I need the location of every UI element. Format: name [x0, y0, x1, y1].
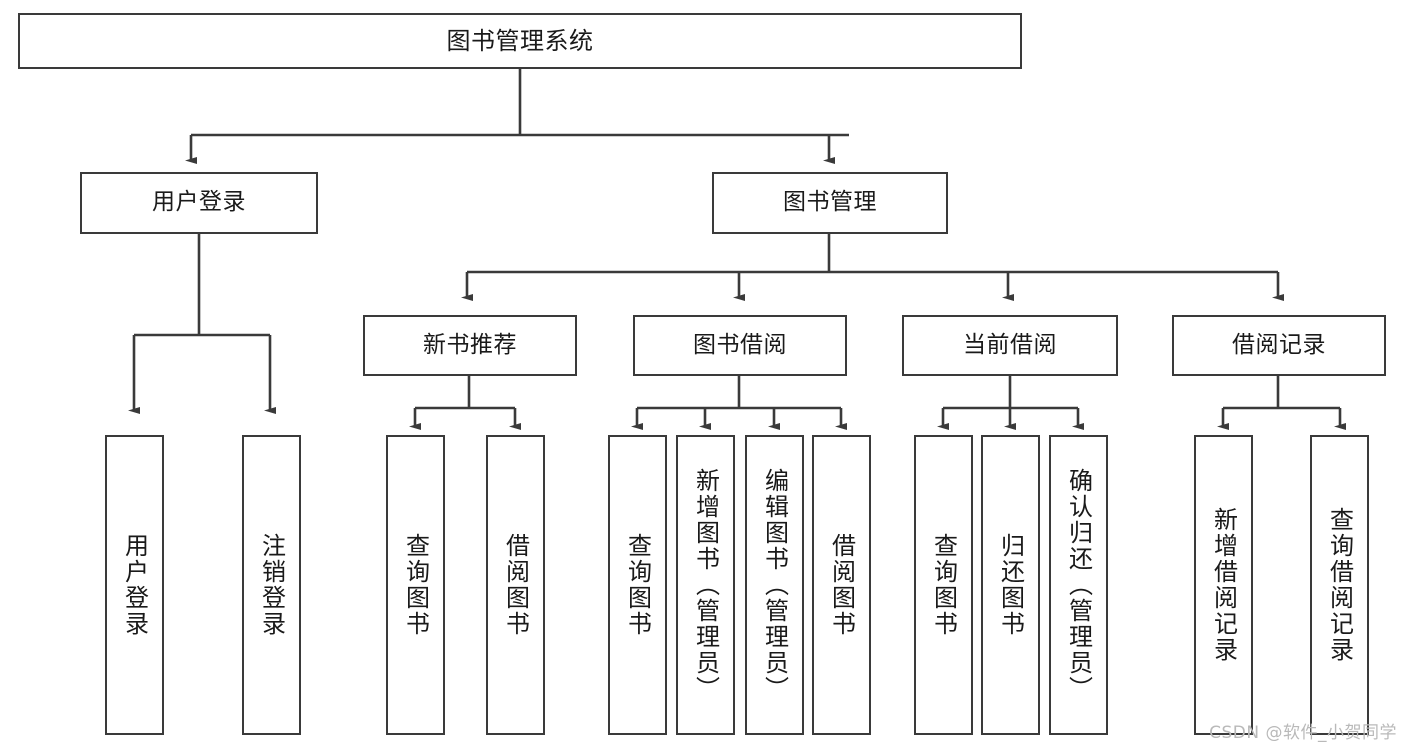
leaf-add-borrow-record[interactable]: 新增借阅记录 — [1194, 435, 1253, 735]
node-label: 查询图书 — [623, 533, 652, 637]
node-label: 用户登录 — [120, 533, 149, 637]
node-label: 确认归还（管理员） — [1064, 468, 1093, 702]
node-label: 图书管理 — [783, 189, 877, 216]
node-book-borrow[interactable]: 图书借阅 — [633, 315, 847, 376]
node-label: 图书借阅 — [693, 331, 787, 358]
node-label: 新书推荐 — [423, 331, 517, 358]
leaf-confirm-return-admin[interactable]: 确认归还（管理员） — [1049, 435, 1108, 735]
leaf-user-login[interactable]: 用户登录 — [105, 435, 164, 735]
node-borrow-record[interactable]: 借阅记录 — [1172, 315, 1386, 376]
node-label: 查询图书 — [401, 533, 430, 637]
node-label: 用户登录 — [152, 189, 246, 216]
leaf-borrow-book-recommend[interactable]: 借阅图书 — [486, 435, 545, 735]
node-label: 图书管理系统 — [446, 26, 594, 55]
node-label: 新增借阅记录 — [1209, 507, 1238, 663]
leaf-borrow-book-borrow[interactable]: 借阅图书 — [812, 435, 871, 735]
node-label: 新增图书（管理员） — [691, 468, 720, 702]
node-label: 借阅图书 — [501, 533, 530, 637]
node-label: 查询借阅记录 — [1325, 507, 1354, 663]
leaf-query-book-borrow[interactable]: 查询图书 — [608, 435, 667, 735]
node-label: 归还图书 — [996, 533, 1025, 637]
leaf-edit-book-admin[interactable]: 编辑图书（管理员） — [745, 435, 804, 735]
node-label: 借阅图书 — [827, 533, 856, 637]
leaf-return-book[interactable]: 归还图书 — [981, 435, 1040, 735]
leaf-query-book-recommend[interactable]: 查询图书 — [386, 435, 445, 735]
leaf-logout-login[interactable]: 注销登录 — [242, 435, 301, 735]
node-book-management[interactable]: 图书管理 — [712, 172, 948, 234]
leaf-add-book-admin[interactable]: 新增图书（管理员） — [676, 435, 735, 735]
node-label: 编辑图书（管理员） — [760, 468, 789, 702]
node-new-book-recommend[interactable]: 新书推荐 — [363, 315, 577, 376]
node-current-borrow[interactable]: 当前借阅 — [902, 315, 1118, 376]
node-label: 借阅记录 — [1232, 331, 1326, 358]
node-root-book-management-system[interactable]: 图书管理系统 — [18, 13, 1022, 69]
watermark-text: CSDN @软件_小贺同学 — [1209, 723, 1397, 743]
leaf-query-borrow-record[interactable]: 查询借阅记录 — [1310, 435, 1369, 735]
node-label: 注销登录 — [257, 533, 286, 637]
node-user-login[interactable]: 用户登录 — [80, 172, 318, 234]
leaf-query-book-current[interactable]: 查询图书 — [914, 435, 973, 735]
node-label: 查询图书 — [929, 533, 958, 637]
node-label: 当前借阅 — [963, 331, 1057, 358]
